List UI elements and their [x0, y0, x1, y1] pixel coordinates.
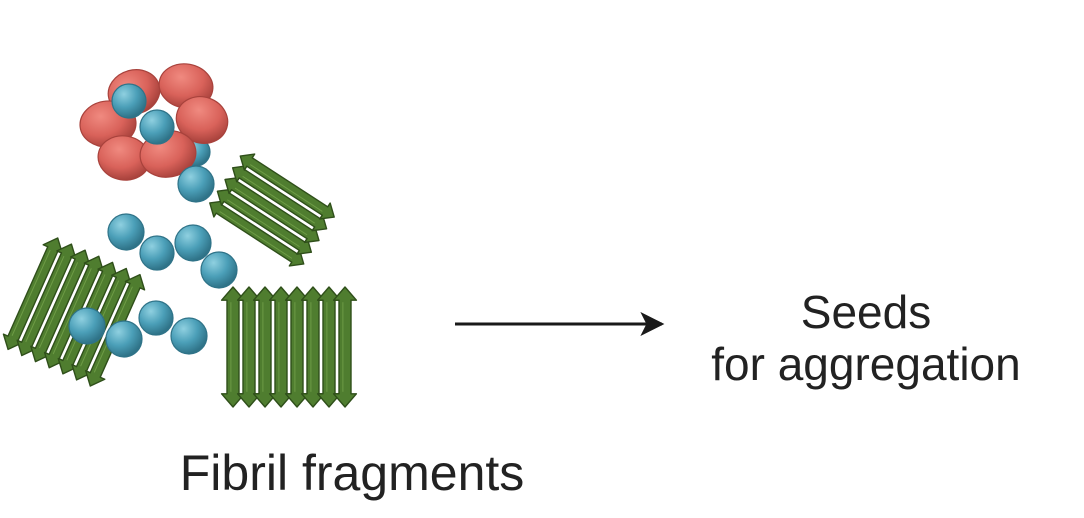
beta-strand-arrow: [236, 286, 262, 408]
beta-strand-arrow: [268, 286, 294, 408]
blue-monomer-bead: [138, 300, 174, 336]
blue-monomer-bead: [200, 251, 238, 289]
blue-monomer-bead: [174, 224, 212, 262]
green-fibril-fragment-bottom-right-icon: [220, 286, 358, 408]
blue-monomer-bead: [177, 165, 215, 203]
seeds-label-line-2: for aggregation: [711, 338, 1021, 390]
beta-strand-arrow: [300, 286, 326, 408]
fibril-fragments-label: Fibril fragments: [179, 445, 525, 501]
blue-monomer-bead: [107, 213, 145, 251]
green-fibril-fragment-top-icon: [209, 153, 335, 267]
blue-monomer-bead: [139, 109, 175, 145]
beta-strand-arrow: [220, 286, 246, 408]
blue-monomer-bead: [105, 320, 143, 358]
blue-monomer-bead: [68, 307, 106, 345]
beta-strand-arrow: [316, 286, 342, 408]
blue-monomer-bead: [139, 235, 175, 271]
red-oligomer-blob: [175, 96, 229, 144]
beta-strand-arrow: [332, 286, 358, 408]
beta-strand-arrow: [284, 286, 310, 408]
beta-strand-arrow: [252, 286, 278, 408]
blue-monomer-bead: [170, 317, 208, 355]
red-oligomer-cluster-icon: [79, 63, 229, 181]
green-fibril-fragment-left-icon: [2, 237, 146, 387]
blue-monomer-chain-icon: [68, 165, 238, 358]
seeds-label-line-1: Seeds: [800, 286, 932, 338]
seeds-for-aggregation-label: Seeds for aggregation: [656, 286, 1076, 390]
blue-monomer-bead: [111, 83, 147, 119]
beta-strand-arrow: [239, 153, 335, 220]
